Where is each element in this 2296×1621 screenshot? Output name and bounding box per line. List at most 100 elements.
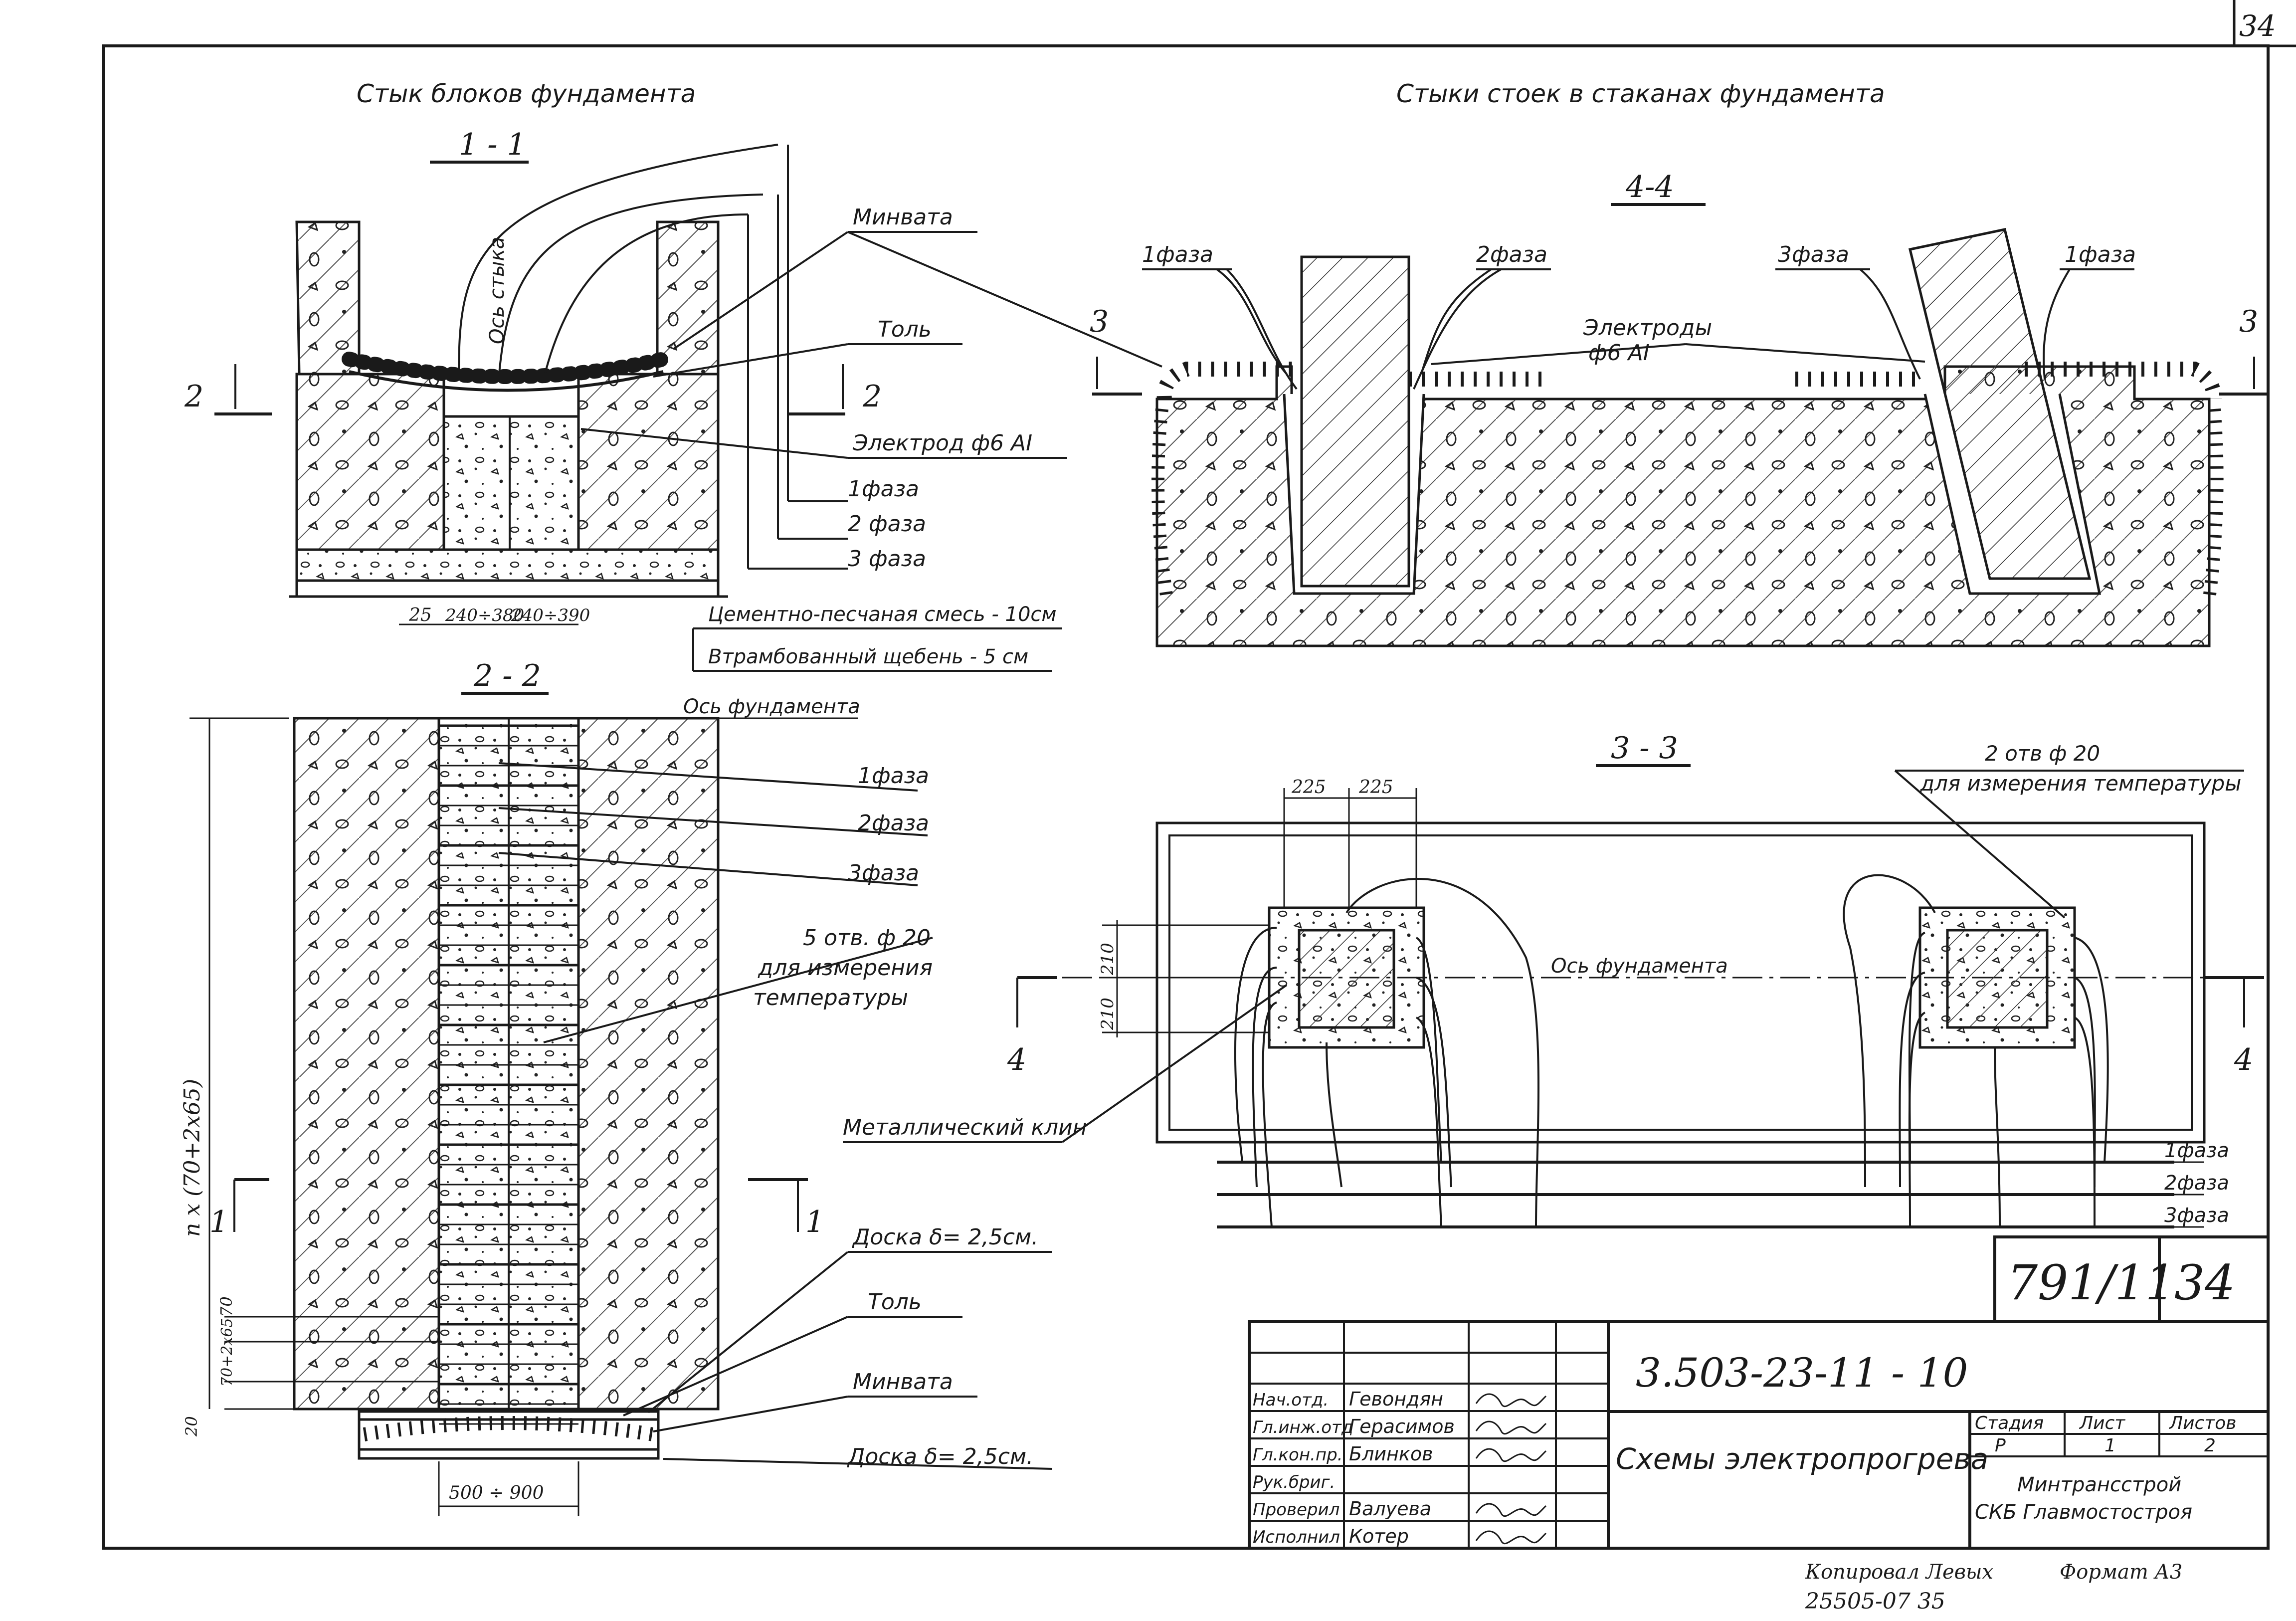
block-22-right (577, 717, 720, 1411)
stamp-org2: СКБ Главмостостроя (1975, 1501, 2192, 1524)
title-left: Стык блоков фундамента (357, 79, 696, 108)
stamp-name: Котер (1349, 1525, 1409, 1547)
mark-4-left: 4 (1007, 1042, 1026, 1077)
label-tol: Толь (878, 317, 932, 342)
mark-2-left: 2 (184, 379, 203, 414)
section-4-4-title: 4-4 (1625, 170, 1674, 204)
mark-3-right: 3 (2239, 304, 2258, 339)
stamp-org1: Минтрансстрой (2017, 1473, 2181, 1496)
section-3-3: 3 - 3 Ось фундамента 225 225 210 210 (843, 731, 2264, 1228)
stamp-doc-code: 3.503-23-11 - 10 (1636, 1350, 1968, 1396)
dim-240-380: 240÷380 (445, 606, 524, 625)
label-bus2: 2фаза (2164, 1172, 2229, 1195)
label-phase2: 2 фаза (848, 511, 926, 537)
dim-20: 20 (182, 1416, 201, 1437)
mark-1-right: 1 (805, 1205, 824, 1239)
label-crushed-stone: Втрамбованный щебень - 5 см (708, 645, 1028, 668)
signature (1475, 1503, 1547, 1517)
label-phase2b: 2фаза (858, 810, 929, 836)
dim-225b: 225 (1358, 777, 1393, 798)
footer-format: Формат А3 (2060, 1561, 2182, 1584)
stamp-role: Гл.кон.пр. (1253, 1445, 1342, 1465)
section-2-2: 2 - 2 n x (70+2x65) 70 70+2х65 20 500 ÷ … (180, 658, 1053, 1516)
stamp-sheet-v: 1 (2105, 1435, 2116, 1456)
signature (1475, 1530, 1547, 1545)
section-2-2-title: 2 - 2 (473, 658, 541, 693)
label-electrodes: Электроды (1583, 315, 1712, 341)
dim-210b: 210 (1098, 998, 1118, 1030)
label-tol2: Толь (868, 1289, 922, 1315)
label-phase1b: 1фаза (858, 763, 929, 789)
dim-210a: 210 (1098, 943, 1118, 976)
label-minvata2: Минвата (853, 1369, 953, 1395)
stamp-role: Рук.бриг. (1253, 1472, 1335, 1492)
block-left (295, 373, 445, 551)
column-2 (1908, 228, 2092, 580)
label-bus3: 3фаза (2164, 1204, 2229, 1227)
stamp-role: Нач.отд. (1253, 1390, 1329, 1410)
dim-70-2x65: 70+2х65 (218, 1318, 236, 1387)
stamp-name: Блинков (1349, 1443, 1433, 1465)
label-holes5-3: температуры (753, 985, 908, 1011)
stamp-stage-h: Стадия (1975, 1413, 2044, 1433)
joint-fill (442, 415, 580, 551)
label-44-phase1a: 1фаза (1142, 242, 1213, 267)
stamp-role: Гл.инж.отд (1253, 1418, 1353, 1437)
footer-copied: Копировал Левых (1805, 1561, 1993, 1584)
stamp-stage-v: Р (1995, 1435, 2006, 1456)
stamp-name: Валуева (1349, 1498, 1431, 1520)
label-holes2-2: для измерения температуры (1919, 771, 2241, 796)
label-electrodes-dia: ф6 АI (1588, 340, 1650, 366)
stamp-box-sheet: 34 (2174, 1255, 2235, 1311)
label-44-phase1b: 1фаза (2065, 242, 2136, 267)
label-metal-wedge: Металлический клин (843, 1115, 1087, 1140)
label-holes5: 5 отв. ф 20 (803, 925, 931, 951)
column-1 (1300, 255, 1410, 588)
label-holes5-2: для измерения (758, 955, 933, 981)
stamp-role: Исполнил (1253, 1527, 1340, 1547)
section-3-3-title: 3 - 3 (1611, 731, 1678, 766)
label-axis-foundation-33: Ось фундамента (1551, 955, 1728, 978)
stamp-name: Герасимов (1349, 1416, 1455, 1437)
minvata-layer (342, 352, 671, 384)
mark-2-right: 2 (862, 379, 882, 414)
label-holes2: 2 отв ф 20 (1985, 741, 2100, 766)
mark-1-left: 1 (209, 1205, 228, 1239)
stamp-name: Гевондян (1349, 1388, 1443, 1410)
label-board2: Доска δ= 2,5см. (847, 1444, 1033, 1469)
signature (1475, 1448, 1547, 1462)
dim-240-390: 240÷390 (511, 606, 590, 625)
label-bus1: 1фаза (2164, 1139, 2229, 1162)
label-electrode: Электрод ф6 АI (852, 430, 1032, 456)
section-1-1-title: 1 - 1 (459, 127, 526, 162)
stamp-role: Проверил (1253, 1500, 1339, 1520)
stamp-sheet-h: Лист (2079, 1413, 2125, 1433)
axis-joint-label: Ось стыка (486, 237, 509, 344)
label-phase3: 3 фаза (848, 546, 926, 572)
dim-n: n x (70+2x65) (180, 1079, 205, 1237)
signature (1475, 1420, 1547, 1435)
title-right: Стыки стоек в стаканах фундамента (1396, 79, 1885, 108)
block-left-upper (295, 220, 361, 376)
block-22-left (293, 717, 440, 1411)
section-4-4: 4-4 1фаза 2фаза 3фаза 1фаза Электроды (847, 170, 2269, 647)
stamp-box-number: 791/11 (2007, 1255, 2176, 1311)
label-axis-foundation-22: Ось фундамента (683, 695, 860, 718)
label-cement-mix: Цементно-песчаная смесь - 10см (708, 603, 1057, 626)
label-phase3b: 3фаза (848, 860, 919, 886)
label-44-phase3: 3фаза (1778, 242, 1849, 267)
mark-3-left: 3 (1090, 304, 1109, 339)
label-44-phase2: 2фаза (1476, 242, 1547, 267)
stamp-drawing-title: Схемы электропрогрева (1616, 1442, 1988, 1476)
title-block: 791/11 34 Стадия Лист Листов Р 1 2 Минтр… (1248, 1235, 2270, 1550)
stamp-sheets-h: Листов (2168, 1413, 2236, 1433)
label-phase1: 1фаза (848, 476, 919, 502)
section-1-1: 1 - 1 Ось стыка 2 2 (184, 127, 1067, 672)
dim-500-900: 500 ÷ 900 (449, 1483, 544, 1503)
footer-number: 25505-07 35 (1805, 1589, 1945, 1614)
block-right (577, 373, 720, 551)
column-2-plan (1946, 929, 2049, 1029)
sheet-number: 34 (2239, 9, 2276, 43)
signature (1475, 1393, 1547, 1408)
